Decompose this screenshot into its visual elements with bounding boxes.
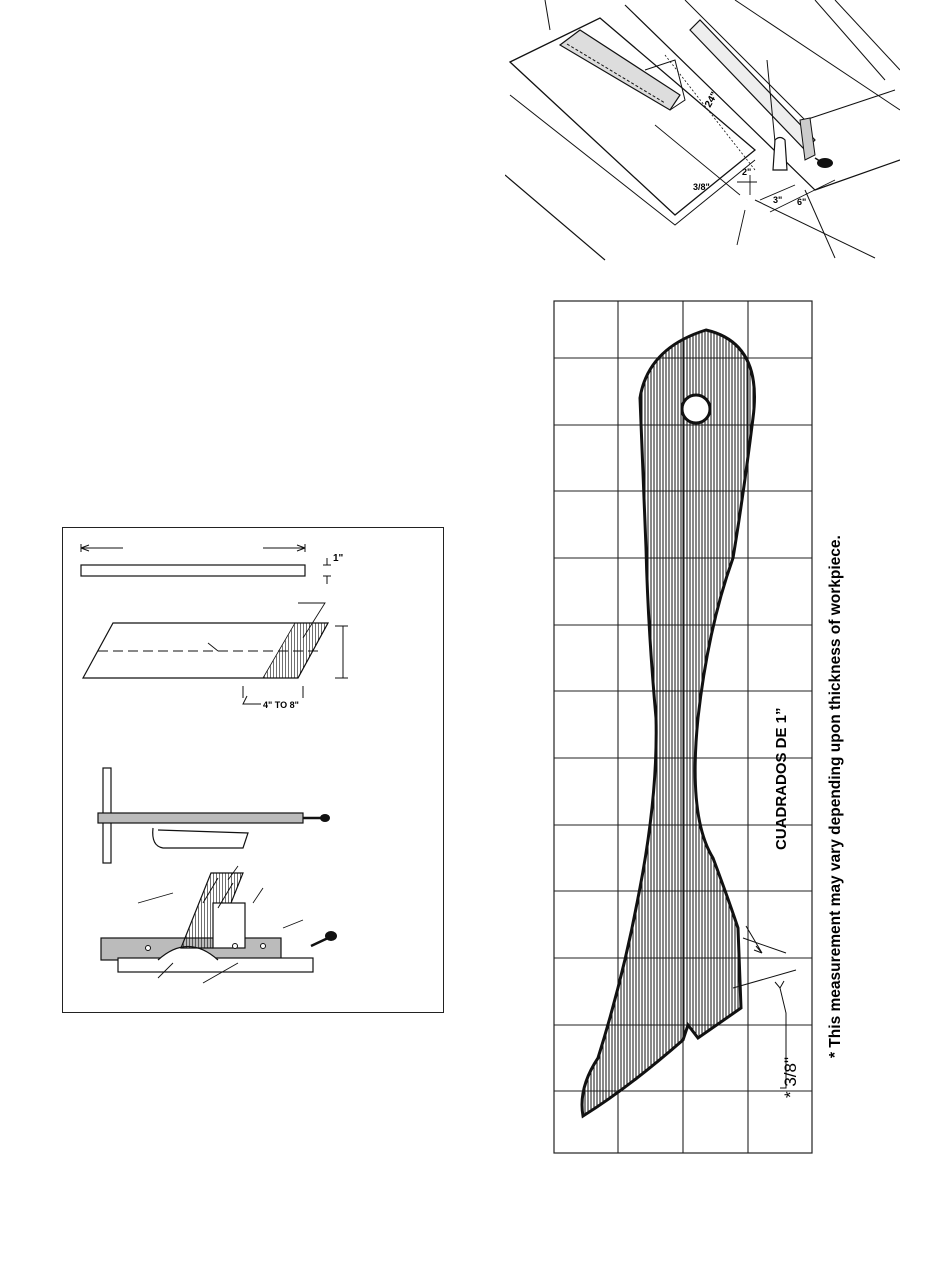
- hang-hole: [682, 395, 710, 423]
- dimension-3: 3": [773, 195, 782, 205]
- push-stick-grid: * 3/8" CUADRADOS DE 1” * This measuremen…: [548, 298, 848, 1158]
- push-stick-outline: [582, 330, 754, 1116]
- dimension-6: 6": [797, 197, 806, 207]
- table-saw-figure: 24" 3/8" 2" 3" 6": [505, 0, 900, 262]
- table-saw-drawing: 24" 3/8" 2" 3" 6": [505, 0, 900, 262]
- kerf-range-label: 4" TO 8": [263, 700, 299, 710]
- push-stick-pattern-figure: * 3/8" CUADRADOS DE 1” * This measuremen…: [548, 298, 848, 1158]
- dimension-3-8: 3/8": [693, 182, 710, 192]
- thickness-label: 1": [333, 553, 344, 564]
- measurement-footnote: * This measurement may vary depending up…: [827, 535, 844, 1058]
- feather-board-figure: 1" 4" TO 8": [62, 527, 444, 1013]
- feather-board-drawing: 1" 4" TO 8": [63, 528, 445, 1014]
- dimension-24: 24": [703, 90, 721, 109]
- dimension-2: 2": [742, 167, 751, 177]
- notch-dimension-label: * 3/8": [781, 1057, 800, 1098]
- grid-caption: CUADRADOS DE 1”: [773, 707, 790, 850]
